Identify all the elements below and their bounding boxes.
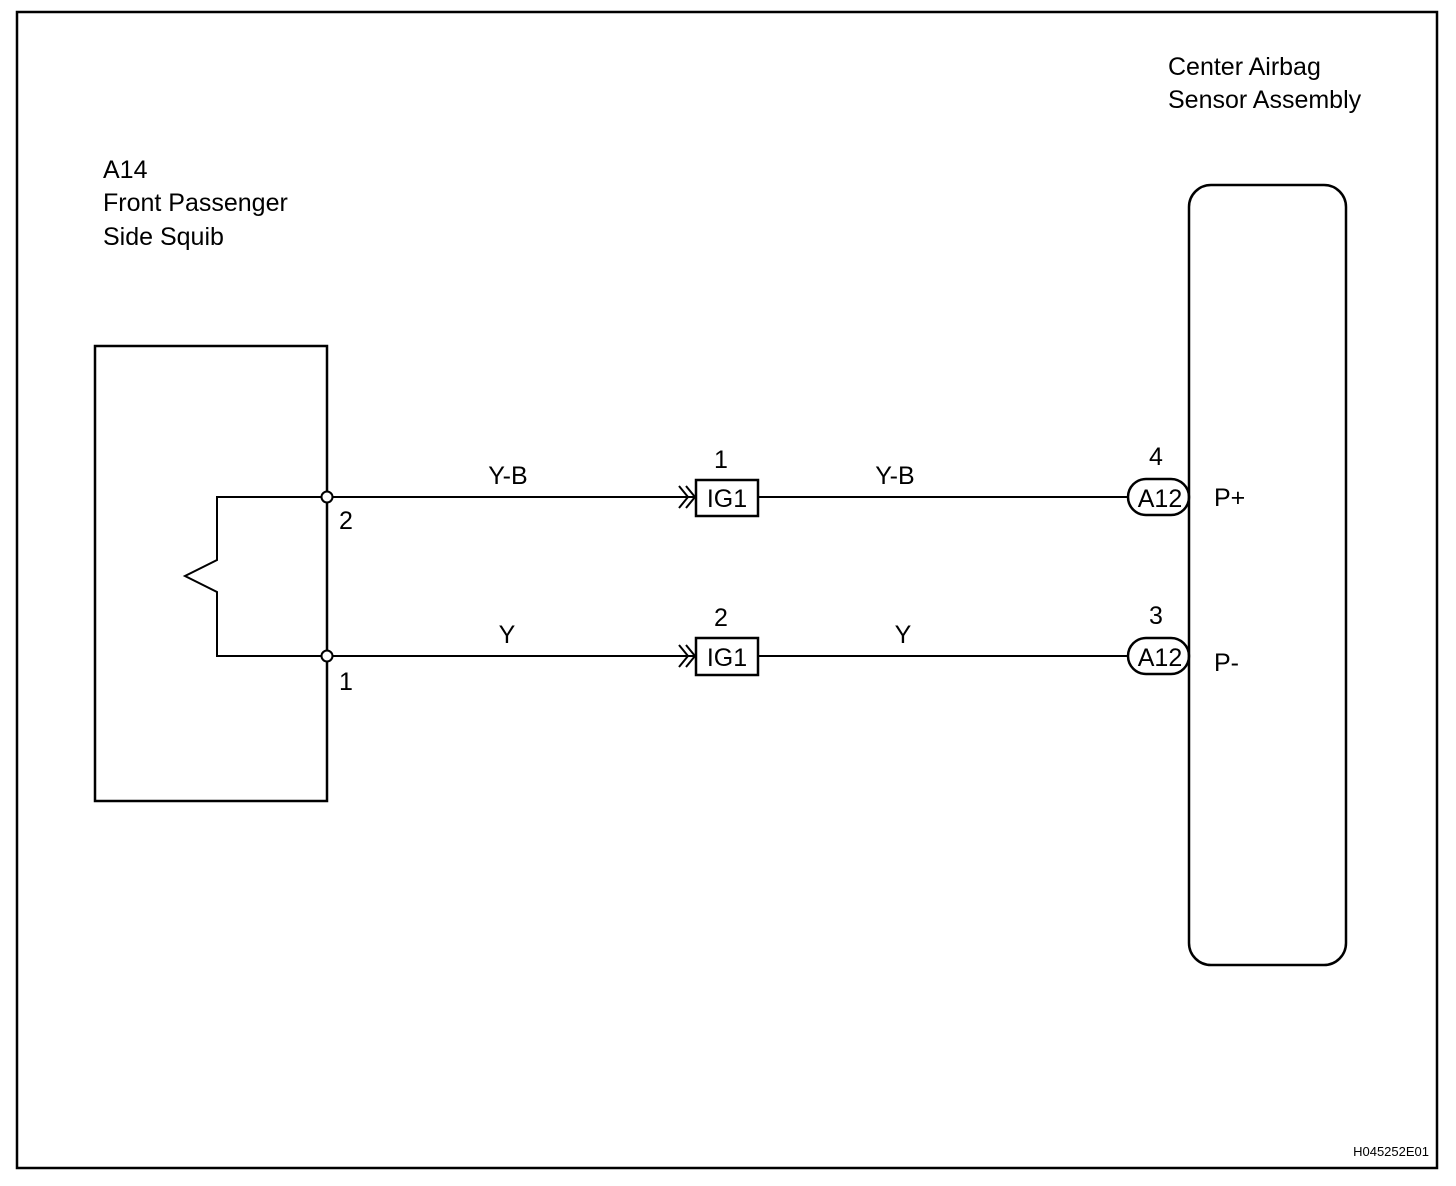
- sensor-name-line1: Center Airbag: [1168, 53, 1321, 81]
- front-passenger-side-squib: A14 Front Passenger Side Squib 2 1: [93, 156, 353, 803]
- squib-pin-2-terminal: [320, 490, 334, 504]
- figure-id: H045252E01: [1353, 1144, 1429, 1159]
- center-airbag-sensor-assembly: Center Airbag Sensor Assembly P+ P-: [1168, 53, 1362, 967]
- squib-pin-1-terminal: [320, 649, 334, 663]
- squib-name-line2: Side Squib: [103, 223, 224, 251]
- sensor-terminal-p-minus: P-: [1214, 649, 1239, 677]
- circuit-p-plus: Y-B IG1 1 Y-B A12 4: [333, 443, 1191, 518]
- junction-pin-2-label: 2: [714, 604, 728, 632]
- ecu-pin-4-label: 4: [1149, 443, 1163, 471]
- wire-color-y-left: Y: [499, 621, 516, 649]
- ecu-pin-3-label: 3: [1149, 602, 1163, 630]
- ecu-connector-a12-pin3: [1126, 636, 1191, 676]
- ecu-connector-a12-pin4: [1126, 477, 1191, 517]
- squib-box: [93, 344, 329, 803]
- wire-color-yb-right: Y-B: [875, 462, 914, 490]
- junction-pin-1-label: 1: [714, 446, 728, 474]
- wire-color-y-right: Y: [895, 621, 912, 649]
- sensor-terminal-p-plus: P+: [1214, 484, 1245, 512]
- junction-arrow-1a: [678, 485, 690, 509]
- sensor-box: [1187, 183, 1348, 967]
- squib-name-line1: Front Passenger: [103, 189, 288, 217]
- junction-arrow-2a: [678, 644, 690, 668]
- sensor-name-line2: Sensor Assembly: [1168, 86, 1362, 114]
- ecu-connector-a12-label-bottom: A12: [1138, 644, 1182, 672]
- squib-element-symbol: [182, 496, 327, 657]
- diagram-frame: [15, 10, 1439, 1170]
- ecu-connector-a12-label-top: A12: [1138, 485, 1182, 513]
- squib-pin-1-label: 1: [339, 668, 353, 696]
- wire-color-yb-left: Y-B: [488, 462, 527, 490]
- junction-connector-ig1-label-bottom: IG1: [707, 644, 747, 672]
- junction-connector-ig1-label-top: IG1: [707, 485, 747, 513]
- squib-code: A14: [103, 156, 148, 184]
- circuit-p-minus: Y IG1 2 Y A12 3: [333, 602, 1191, 677]
- junction-connector-ig1-pin1: [694, 478, 760, 518]
- squib-pin-2-label: 2: [339, 507, 353, 535]
